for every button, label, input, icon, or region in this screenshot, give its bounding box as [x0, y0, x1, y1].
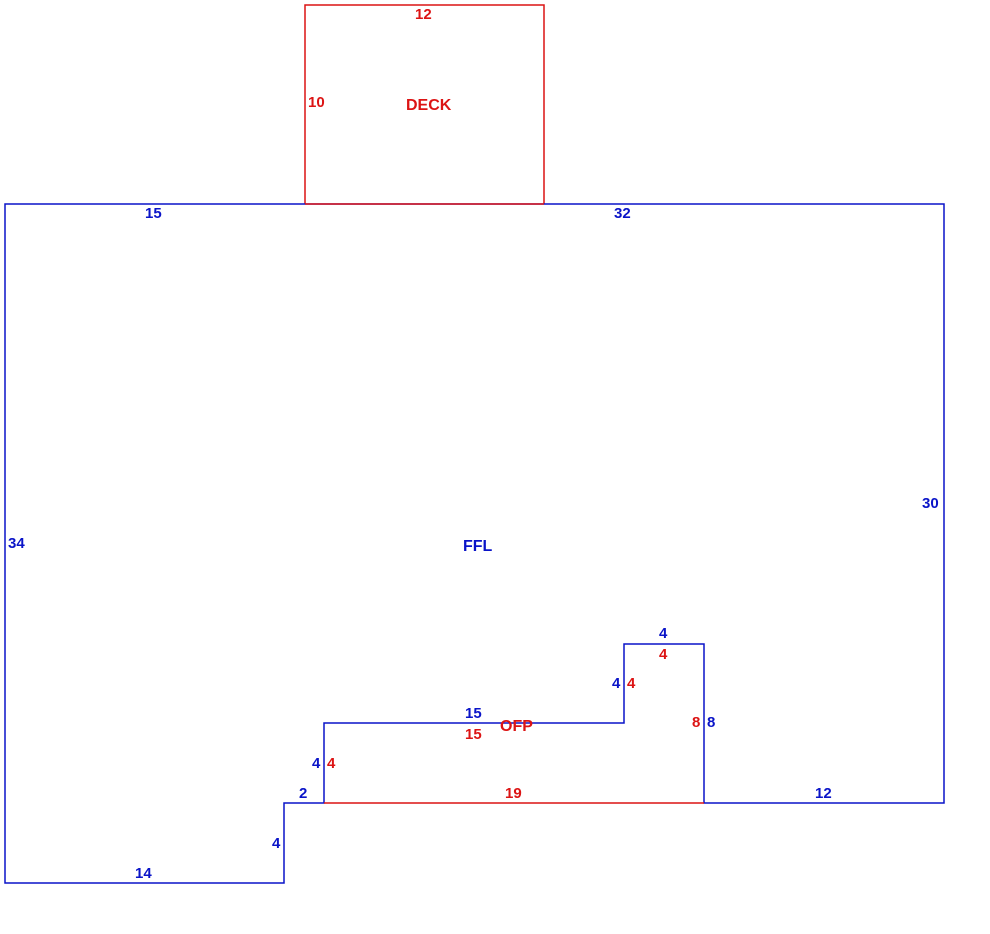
ofp-bump-left-red-dimension: 4	[627, 675, 636, 692]
ffl-right-dimension: 30	[922, 495, 939, 512]
ffl-outline	[4, 203, 945, 884]
ofp-top-blue-dimension: 15	[465, 705, 482, 722]
deck-label: DECK	[406, 97, 452, 114]
ofp-bottom-dimension: 19	[505, 785, 522, 802]
ffl-bottom-left-dimension: 14	[135, 865, 152, 882]
deck-outline	[304, 4, 545, 204]
ofp-bump-top-blue-dimension: 4	[659, 625, 668, 642]
ofp-bump-left-blue-dimension: 4	[612, 675, 621, 692]
ofp-left-blue-dimension: 4	[312, 755, 321, 772]
ffl-top-left-dimension: 15	[145, 205, 162, 222]
ofp-right-blue-dimension: 8	[707, 714, 715, 731]
ofp-top-red-dimension: 15	[465, 726, 482, 743]
ffl-bottom-right-dimension: 12	[815, 785, 832, 802]
ofp-right-red-dimension: 8	[692, 714, 700, 731]
deck-top-dimension: 12	[415, 6, 432, 23]
ofp-label: OFP	[500, 718, 533, 735]
ofp-left-red-dimension: 4	[327, 755, 336, 772]
ffl-step-top-dimension: 2	[299, 785, 307, 802]
ffl-step-vertical-dimension: 4	[272, 835, 281, 852]
ffl-left-dimension: 34	[8, 535, 25, 552]
ffl-top-right-dimension: 32	[614, 205, 631, 222]
deck-left-dimension: 10	[308, 94, 325, 111]
ffl-label: FFL	[463, 538, 493, 555]
ofp-bump-top-red-dimension: 4	[659, 646, 668, 663]
